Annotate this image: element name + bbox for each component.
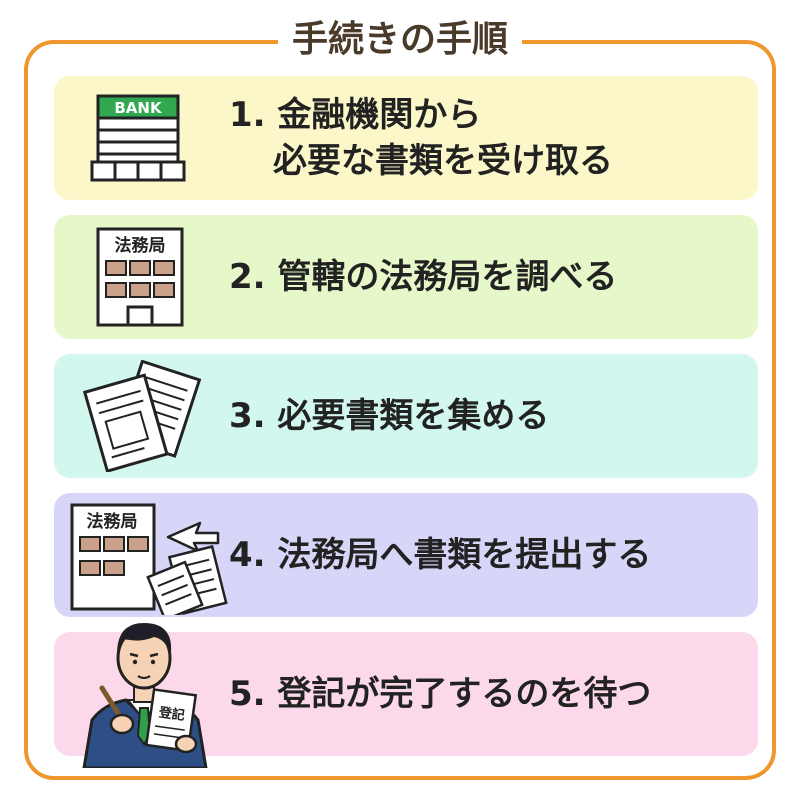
step-4-text: 4. 法務局へ書類を提出する [229, 535, 652, 575]
step-1-text: 1. 金融機関から [229, 95, 482, 135]
documents-icon [82, 360, 202, 472]
step-3: 3. 必要書類を集める [54, 354, 758, 478]
bureau-sign-label: 法務局 [87, 511, 138, 532]
legal-affairs-bureau-building-icon: 法務局 [96, 227, 184, 327]
bureau-sign-label: 法務局 [115, 235, 166, 256]
bank-sign-label: BANK [114, 99, 163, 117]
step-3-text: 3. 必要書類を集める [229, 396, 550, 436]
step-1-text-line2: 必要な書類を受け取る [273, 141, 613, 181]
businessman-with-registration-document-icon: 登記 [82, 622, 208, 768]
step-5-text: 5. 登記が完了するのを待つ [229, 674, 652, 714]
document-label: 登記 [157, 704, 186, 724]
step-2-text: 2. 管轄の法務局を調べる [229, 257, 618, 297]
step-2: 法務局 2. 管轄の法務局を調べる [54, 215, 758, 339]
page-title: 手続きの手順 [0, 18, 800, 62]
step-1: BANK 1. 金融機関から 必要な書類を受け取る [54, 76, 758, 200]
bank-building-icon: BANK [90, 94, 186, 182]
step-4: 法務局 4. 法務局へ書類を提出する [54, 493, 758, 617]
submit-documents-to-bureau-icon: 法務局 [70, 503, 228, 615]
